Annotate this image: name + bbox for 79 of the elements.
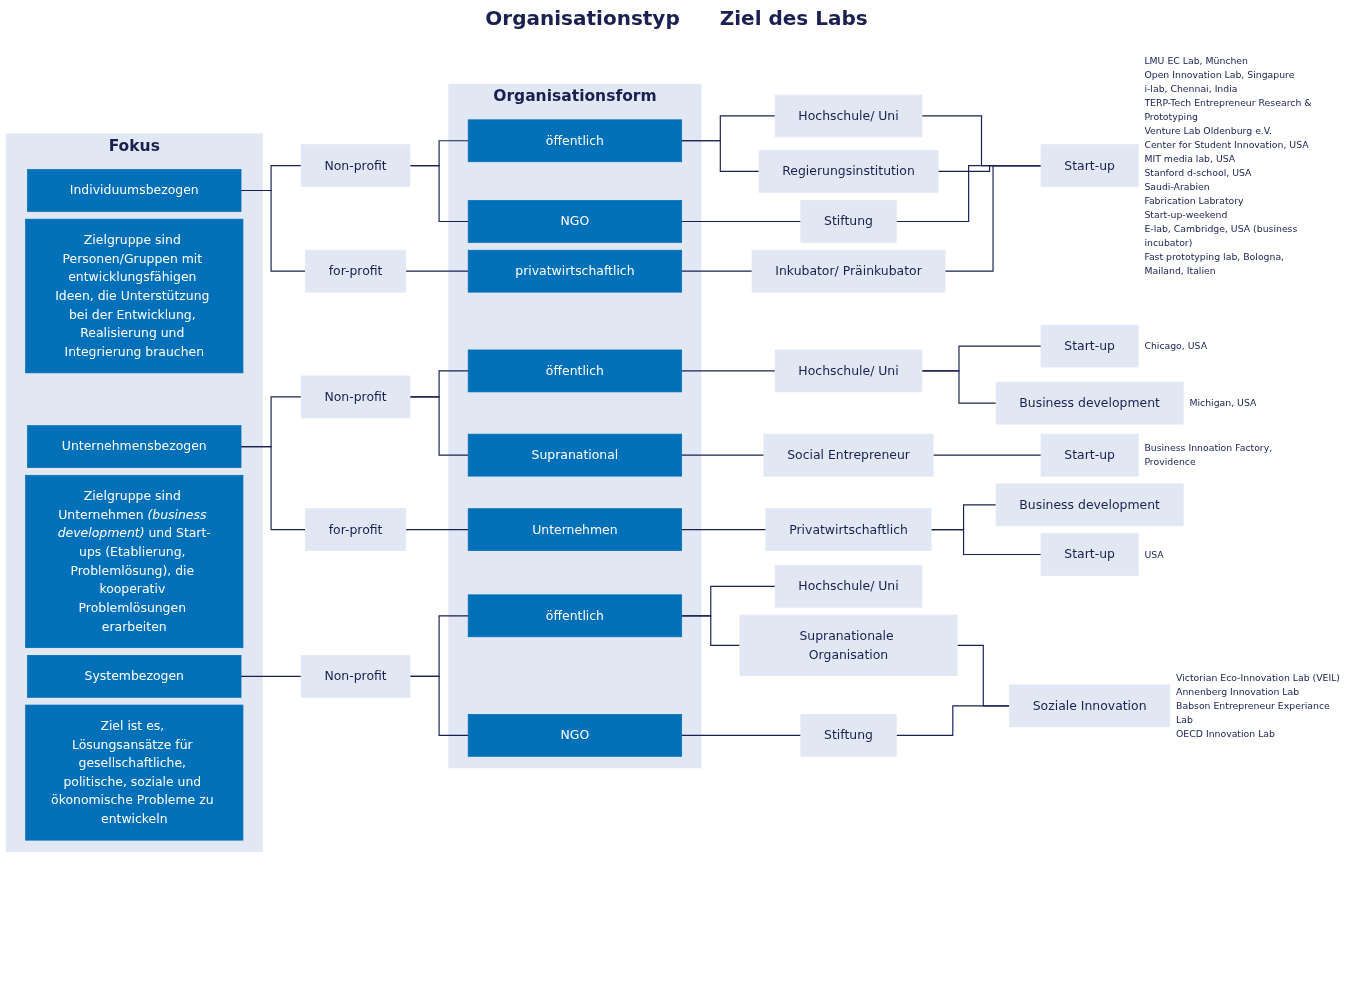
connector — [681, 615, 741, 646]
node-box: Hochschule/ Uni — [774, 349, 923, 393]
column-heading: Ziel des Labs — [719, 6, 868, 32]
node-box: Systembezogen — [27, 655, 242, 698]
connector — [409, 165, 469, 223]
node-label: i-lab, Chennai, India — [1144, 83, 1238, 95]
node-label: Michigan, USA — [1189, 397, 1257, 409]
connector — [681, 270, 753, 272]
node-box: Social Entrepreneur — [763, 433, 934, 477]
node-label: E-lab, Cambridge, USA (business incubator) — [1144, 223, 1298, 248]
node-box: Start-up — [1040, 533, 1139, 576]
node-label: Annenberg Innovation Lab — [1176, 686, 1300, 698]
node-box: Soziale Innovation — [1009, 684, 1171, 728]
connector — [409, 396, 469, 456]
connector — [681, 454, 765, 456]
node-label: Saudi-Arabien — [1144, 181, 1210, 193]
node-label: Stanford d-school, USA — [1144, 167, 1252, 179]
node-box: öffentlich — [467, 119, 683, 163]
connector — [409, 675, 469, 736]
node-box: Stiftung — [800, 714, 897, 757]
node-box: Inkubator/ Präinkubator — [751, 249, 946, 293]
node-box: Start-up — [1040, 433, 1139, 477]
connector — [681, 140, 760, 172]
connector — [405, 270, 469, 272]
node-box: NGO — [467, 200, 683, 243]
connector — [681, 734, 802, 736]
connector — [930, 529, 1042, 556]
node-label: LMU EC Lab, München — [1144, 55, 1248, 67]
node-box: Unternehmensbezogen — [27, 425, 242, 468]
node-box: Privatwirtschaftlich — [765, 508, 932, 551]
node-label: Fast prototyping lab, Bologna, Mailand, Italien — [1144, 251, 1285, 276]
node-label: Chicago, USA — [1144, 340, 1208, 352]
node-box: Business development — [995, 381, 1184, 425]
node-box: for-profit — [305, 249, 407, 293]
node-box: for-profit — [305, 508, 407, 551]
connector — [921, 370, 997, 404]
node-box: Non-profit — [300, 655, 411, 698]
connector — [240, 675, 302, 677]
node-box: Zielgruppe sind Unternehmen (business development) und Start-ups (Etablierung, Problemlösung), die kooperativ Problemlösungen erarbeiten — [25, 474, 244, 648]
connector — [681, 529, 767, 531]
node-box: privatwirtschaftlich — [467, 249, 683, 293]
node-box: Start-up — [1040, 144, 1139, 187]
node-label: Start-up-weekend — [1144, 209, 1228, 220]
node-label: Victorian Eco-Innovation Lab (VEIL) — [1176, 672, 1340, 684]
node-box: Start-up — [1040, 324, 1139, 368]
connector — [895, 705, 1010, 736]
node-label: MIT media lab, USA — [1144, 153, 1236, 165]
connector — [944, 165, 1042, 272]
node-box: Supranationale Organisation — [739, 614, 958, 676]
node-box: Non-profit — [300, 375, 411, 419]
node-box: Ziel ist es, Lösungsansätze für gesellschaftliche, politische, soziale und ökonomische Probleme zu entwickeln — [25, 704, 244, 841]
node-box: Unternehmen — [467, 508, 683, 551]
node-label: Open Innovation Lab, Singapure — [1144, 69, 1295, 81]
node-box: Regierungsinstitution — [758, 150, 939, 193]
node-label: Fabrication Labratory — [1144, 195, 1244, 206]
node-label: Babson Entrepreneur Experiance Lab — [1176, 700, 1330, 726]
node-box: Business development — [995, 483, 1184, 527]
column-heading: Organisationstyp — [485, 6, 680, 32]
node-box: Hochschule/ Uni — [774, 564, 923, 608]
node-box: NGO — [467, 714, 683, 757]
node-box: Individuumsbezogen — [27, 169, 242, 212]
connector — [681, 220, 802, 223]
node-box: Supranational — [467, 433, 683, 477]
node-box: Stiftung — [800, 200, 897, 243]
node-label: TERP-Tech Entrepreneur Research & Prototyping — [1144, 97, 1312, 123]
node-label: Venture Lab Oldenburg e.V. — [1144, 125, 1272, 137]
node-box: öffentlich — [467, 594, 683, 638]
node-label: Center for Student Innovation, USA — [1144, 139, 1309, 151]
node-label: OECD Innovation Lab — [1176, 728, 1275, 740]
node-box: öffentlich — [467, 349, 683, 393]
connector — [405, 529, 469, 531]
node-box: Non-profit — [300, 144, 411, 187]
connector — [240, 446, 306, 531]
connector — [681, 370, 776, 372]
node-box: Zielgruppe sind Personen/Gruppen mit entwicklungsfähigen Ideen, die Unterstützung bei der Entwicklung, Realisierung und Integrierung brauchen — [25, 218, 244, 374]
connector — [932, 454, 1042, 456]
node-label: Business Innoation Factory, Providence — [1144, 442, 1273, 468]
node-box: Hochschule/ Uni — [774, 94, 923, 138]
node-label: USA — [1144, 549, 1164, 560]
